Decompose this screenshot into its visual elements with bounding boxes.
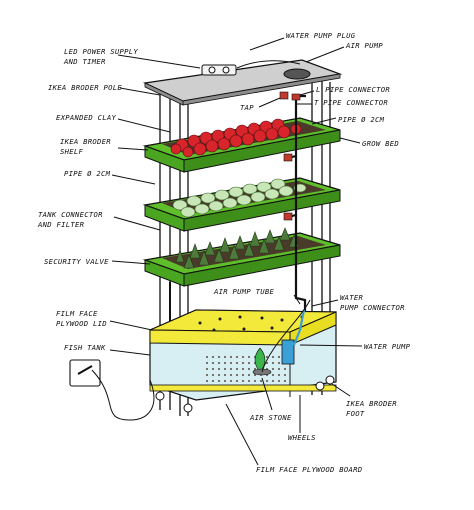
fish-tank	[149, 309, 337, 401]
label-fish-tank: FISH TANK	[64, 343, 106, 352]
label-air-pump-tube: AIR PUMP TUBE	[213, 287, 275, 296]
label-pipe-right: PIPE Ø 2CM	[338, 115, 385, 124]
label-grow-bed: GROW BED	[362, 139, 399, 148]
led-power-supply-icon	[201, 64, 237, 76]
label-led-power-supply: LED POWER SUPPLY AND TIMER	[63, 47, 143, 66]
air-pump-icon	[236, 60, 311, 80]
power-plug-icon	[69, 359, 155, 421]
water-pump-icon	[281, 309, 306, 365]
lid-holes	[198, 315, 304, 332]
label-ikea-broder-pole: IKEA BRODER POLE	[48, 83, 122, 92]
lettuce-plants-light	[172, 178, 307, 218]
leader-lines	[109, 37, 363, 466]
strawberry-plants	[170, 118, 302, 158]
label-ikea-broder-foot: IKEA BRODER FOOT	[346, 399, 402, 418]
label-l-pipe-connector: L PIPE CONNECTOR	[316, 85, 390, 94]
label-water-pump: WATER PUMP	[364, 342, 411, 351]
air-stone-icon	[252, 299, 311, 376]
lettuce-plants-dark	[175, 227, 300, 269]
label-expanded-clay: EXPANDED CLAY	[56, 113, 117, 122]
top-shelf	[142, 59, 343, 106]
label-film-face-board: FILM FACE PLYWOOD BOARD	[256, 465, 362, 474]
label-water-pump-plug: WATER PUMP PLUG	[286, 31, 356, 40]
label-wheels: WHEELS	[288, 433, 316, 442]
tank-base-and-wheels	[149, 375, 337, 413]
label-water-pump-connector: WATER PUMP CONNECTOR	[340, 293, 405, 312]
label-tank-connector: TANK CONNECTOR AND FILTER	[37, 210, 107, 229]
label-pipe-left: PIPE Ø 2CM	[64, 169, 111, 178]
label-air-stone: AIR STONE	[249, 413, 292, 422]
grow-bed-3	[142, 232, 341, 287]
label-ikea-broder-shelf: IKEA BRODER SHELF	[60, 137, 116, 156]
label-tap: TAP	[240, 103, 254, 112]
label-t-pipe-connector: T PIPE CONNECTOR	[314, 98, 388, 107]
label-air-pump: AIR PUMP	[345, 41, 383, 50]
label-film-face-lid: FILM FACE PLYWOOD LID	[56, 309, 107, 328]
label-security-valve: SECURITY VALVE	[44, 257, 109, 266]
